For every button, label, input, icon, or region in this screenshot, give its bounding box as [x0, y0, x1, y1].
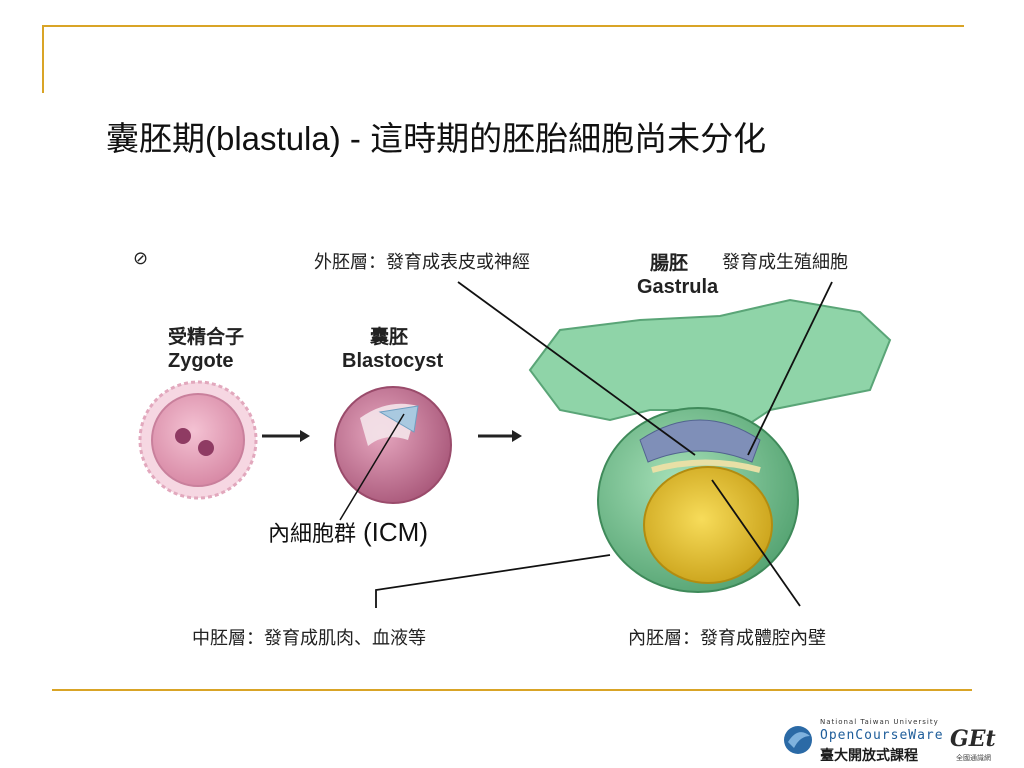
mesoderm-label: 中胚層：發育成肌肉、血液等	[192, 628, 426, 649]
icm-latin: (ICM)	[363, 517, 428, 547]
icm-cjk: 內細胞群	[268, 522, 363, 547]
frame-left-line	[42, 25, 44, 93]
ntu-small-text: National Taiwan University	[820, 718, 939, 726]
zygote-cn-label: 受精合子	[168, 326, 245, 348]
endoderm-pointer-line	[711, 479, 801, 607]
ocw-text: OpenCourseWare	[820, 728, 944, 743]
arrow-1	[262, 430, 310, 442]
icm-label: 內細胞群 (ICM)	[268, 516, 428, 548]
gastrula-embryo	[528, 298, 892, 593]
ntu-ocw-logo-icon	[784, 726, 812, 754]
title-latin: (blastula) -	[205, 120, 371, 157]
germ-cell-pointer-line	[747, 281, 833, 456]
ocw-cn-text: 臺大開放式課程	[820, 748, 918, 764]
zygote-en-label: Zygote	[168, 350, 234, 372]
zygote-cell	[138, 380, 258, 500]
title-cjk-1: 囊胚期	[106, 119, 205, 158]
slide-title: 囊胚期(blastula) - 這時期的胚胎細胞尚未分化	[106, 112, 766, 160]
blastocyst-cn-label: 囊胚	[370, 326, 409, 348]
get-sub-text: 全國通識網	[956, 754, 991, 762]
germ-cells-label: 發育成生殖細胞	[722, 252, 848, 273]
icm-pointer-line	[339, 413, 405, 521]
endoderm-label: 內胚層：發育成體腔內壁	[628, 628, 826, 649]
gastrula-cn-label: 腸胚	[650, 252, 689, 274]
title-cjk-2: 這時期的胚胎細胞尚未分化	[370, 119, 767, 158]
get-logo: GEt	[950, 726, 996, 752]
ectoderm-label: 外胚層：發育成表皮或神經	[314, 252, 530, 273]
frame-top-line	[42, 25, 964, 27]
blastocyst-cell	[334, 386, 452, 504]
footer-logos: National Taiwan University OpenCourseWar…	[780, 716, 1010, 764]
ectoderm-pointer-line	[457, 281, 696, 456]
gastrula-en-label: Gastrula	[637, 276, 719, 298]
blastocyst-en-label: Blastocyst	[342, 350, 444, 372]
mesoderm-pointer-line	[375, 554, 611, 608]
copyright-icon: ⊘	[133, 248, 149, 269]
frame-bottom-line	[52, 689, 972, 691]
arrow-2	[478, 430, 522, 442]
